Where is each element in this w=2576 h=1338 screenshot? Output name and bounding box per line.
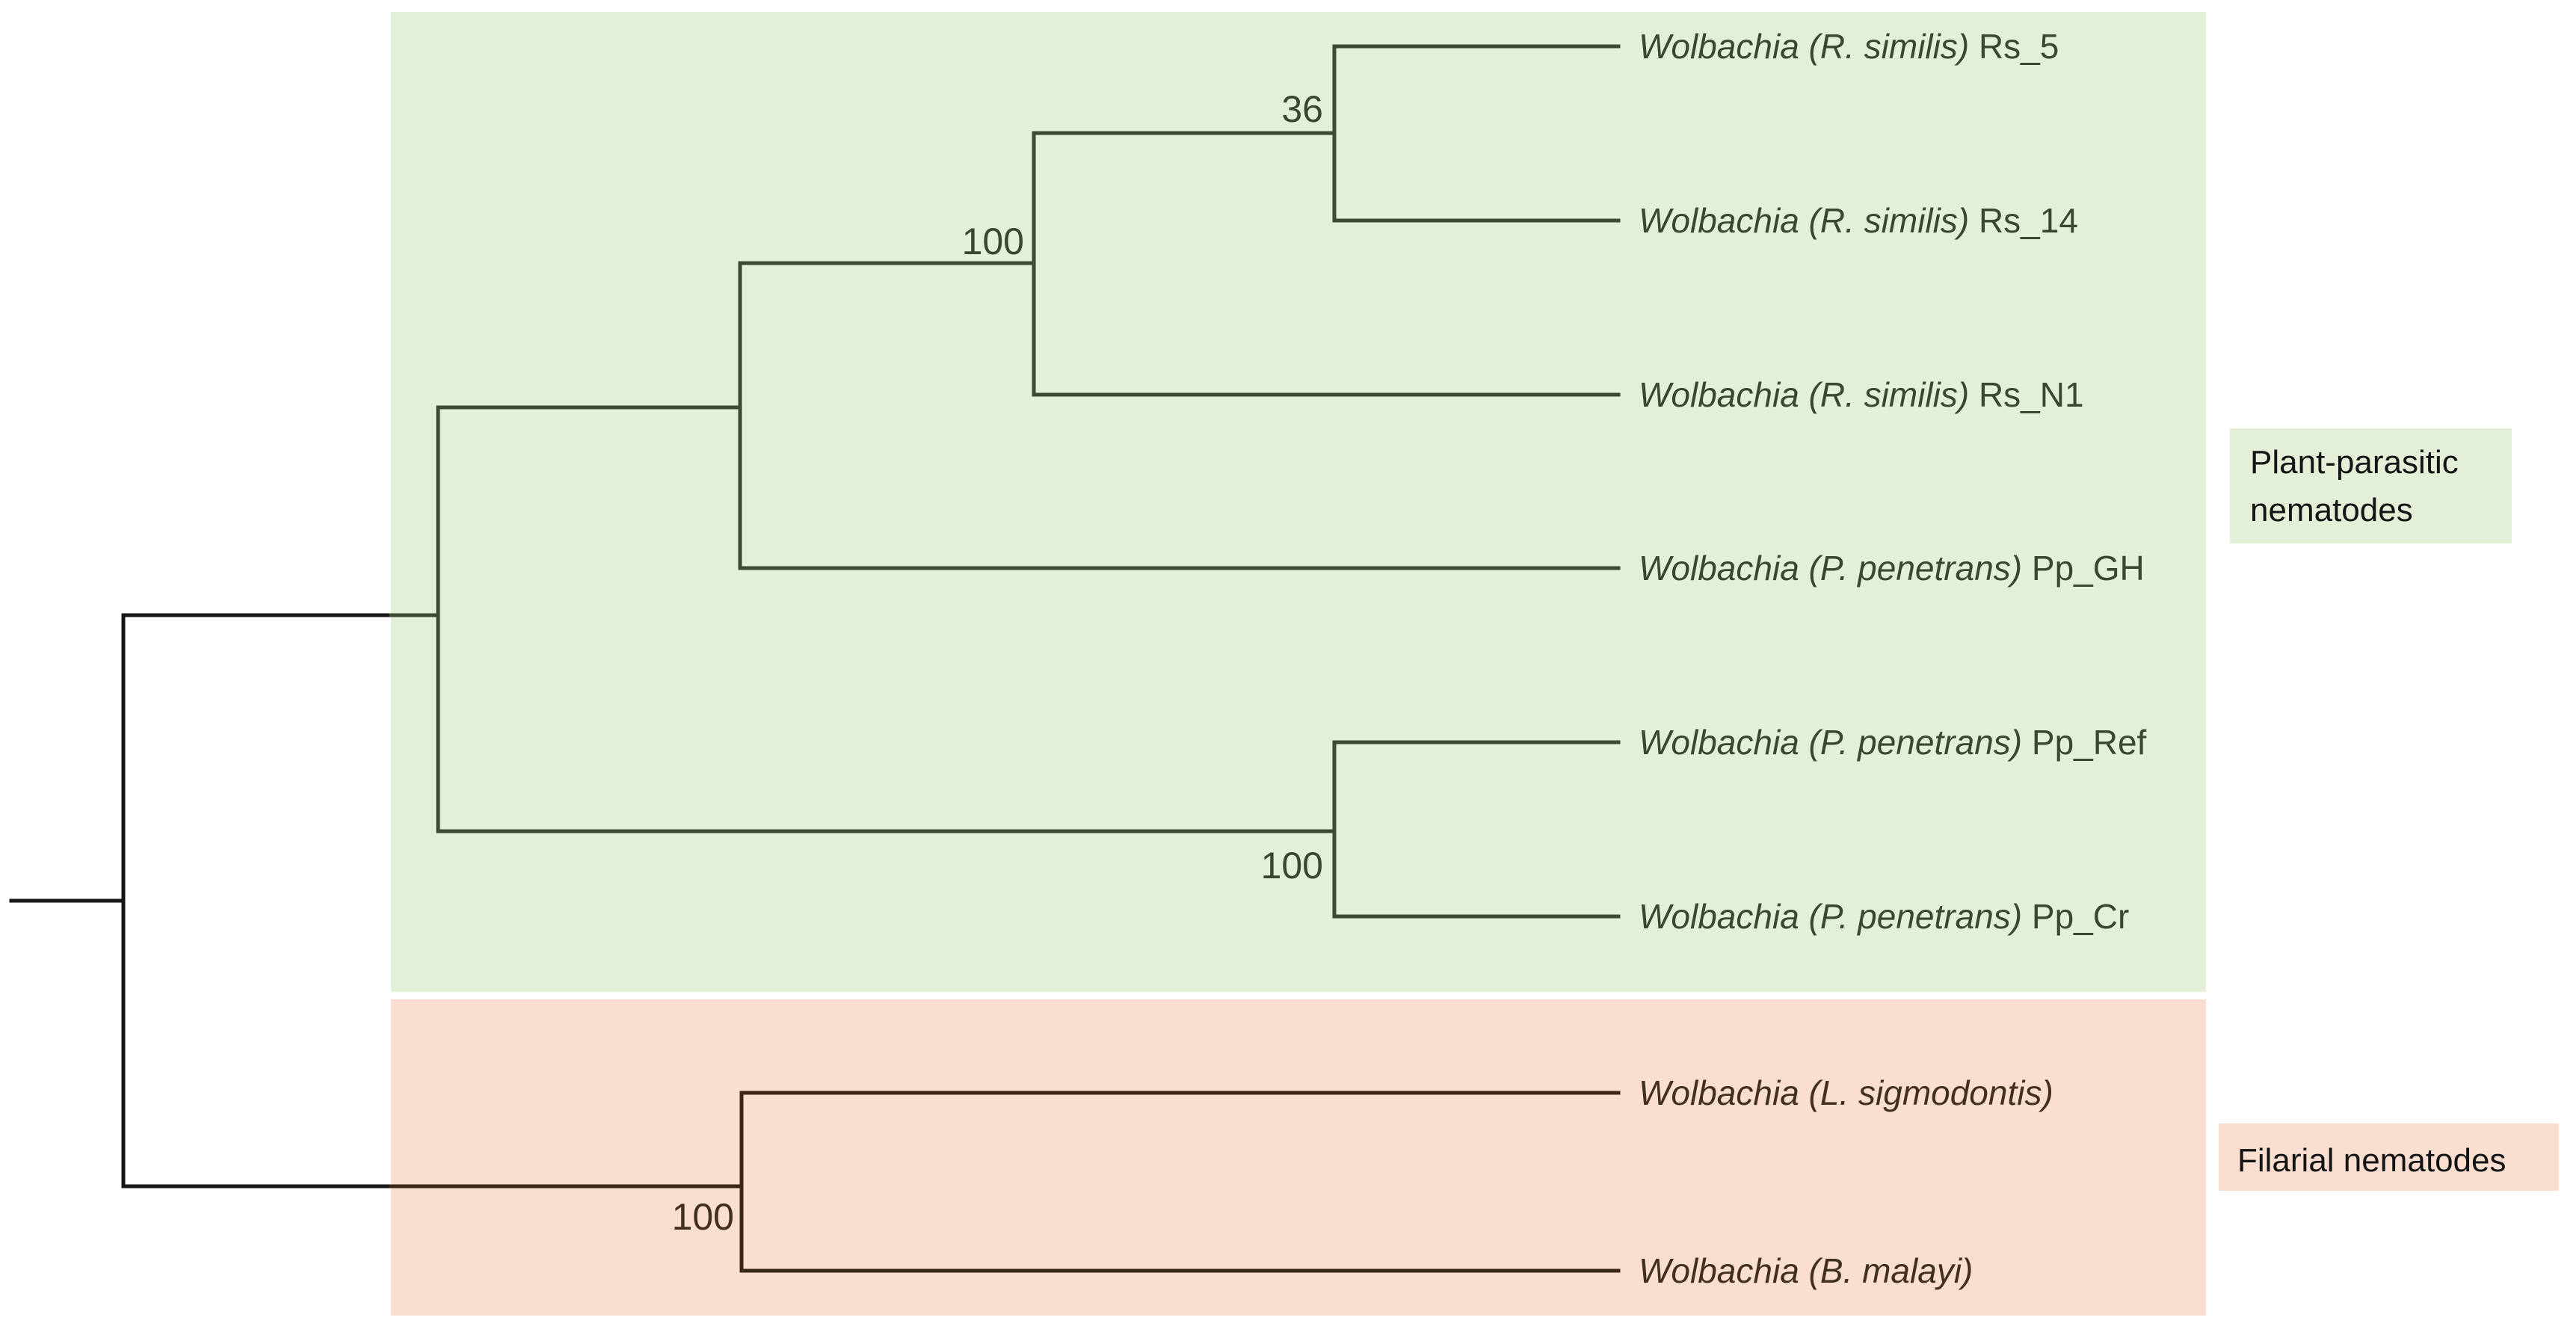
taxon-scientific-name: Wolbachia (R. similis) (1639, 375, 1969, 414)
bootstrap-value: 100 (1261, 845, 1323, 887)
taxon-scientific-name: Wolbachia (B. malayi) (1639, 1251, 1973, 1290)
clade-highlight-layer (391, 12, 2206, 1316)
taxon-label: Wolbachia (B. malayi) (1639, 1251, 1973, 1290)
taxon-strain-code: Rs_5 (1969, 27, 2059, 66)
taxon-scientific-name: Wolbachia (R. similis) (1639, 27, 1969, 66)
tree-branches-layer (9, 44, 1621, 1273)
taxon-strain-code: Rs_14 (1969, 201, 2078, 240)
taxon-label: Wolbachia (R. similis) Rs_5 (1639, 27, 2059, 66)
taxon-label: Wolbachia (P. penetrans) Pp_GH (1639, 549, 2145, 588)
legend-plant-parasitic-label: Plant-parasitic (2250, 444, 2459, 481)
taxon-label: Wolbachia (P. penetrans) Pp_Cr (1639, 897, 2129, 936)
taxon-strain-code: Pp_Cr (2022, 897, 2129, 936)
taxon-scientific-name: Wolbachia (P. penetrans) (1639, 897, 2022, 936)
bootstrap-value: 100 (672, 1196, 734, 1238)
legend-filarial-box (2219, 1123, 2559, 1191)
legend-plant-parasitic-label: nematodes (2250, 492, 2413, 528)
legend-filarial-label: Filarial nematodes (2237, 1142, 2506, 1179)
clade-highlight-filarial (391, 999, 2206, 1316)
taxon-strain-code: Rs_N1 (1969, 375, 2083, 414)
taxon-strain-code: Pp_GH (2022, 549, 2145, 588)
bootstrap-values-layer: 36 100 100 100 (672, 88, 1323, 1238)
taxon-label: Wolbachia (R. similis) Rs_N1 (1639, 375, 2084, 414)
taxon-label: Wolbachia (P. penetrans) Pp_Ref (1639, 723, 2147, 762)
taxon-scientific-name: Wolbachia (P. penetrans) (1639, 549, 2022, 588)
bootstrap-value: 100 (962, 221, 1024, 262)
bootstrap-value: 36 (1281, 88, 1323, 130)
taxon-scientific-name: Wolbachia (L. sigmodontis) (1639, 1073, 2053, 1112)
legend-plant-parasitic-box (2230, 428, 2512, 543)
taxon-scientific-name: Wolbachia (P. penetrans) (1639, 723, 2022, 762)
taxon-label: Wolbachia (L. sigmodontis) (1639, 1073, 2053, 1112)
taxon-scientific-name: Wolbachia (R. similis) (1639, 201, 1969, 240)
taxon-strain-code: Pp_Ref (2022, 723, 2146, 762)
clade-highlight-plant-parasitic (391, 12, 2206, 992)
taxon-label: Wolbachia (R. similis) Rs_14 (1639, 201, 2078, 240)
